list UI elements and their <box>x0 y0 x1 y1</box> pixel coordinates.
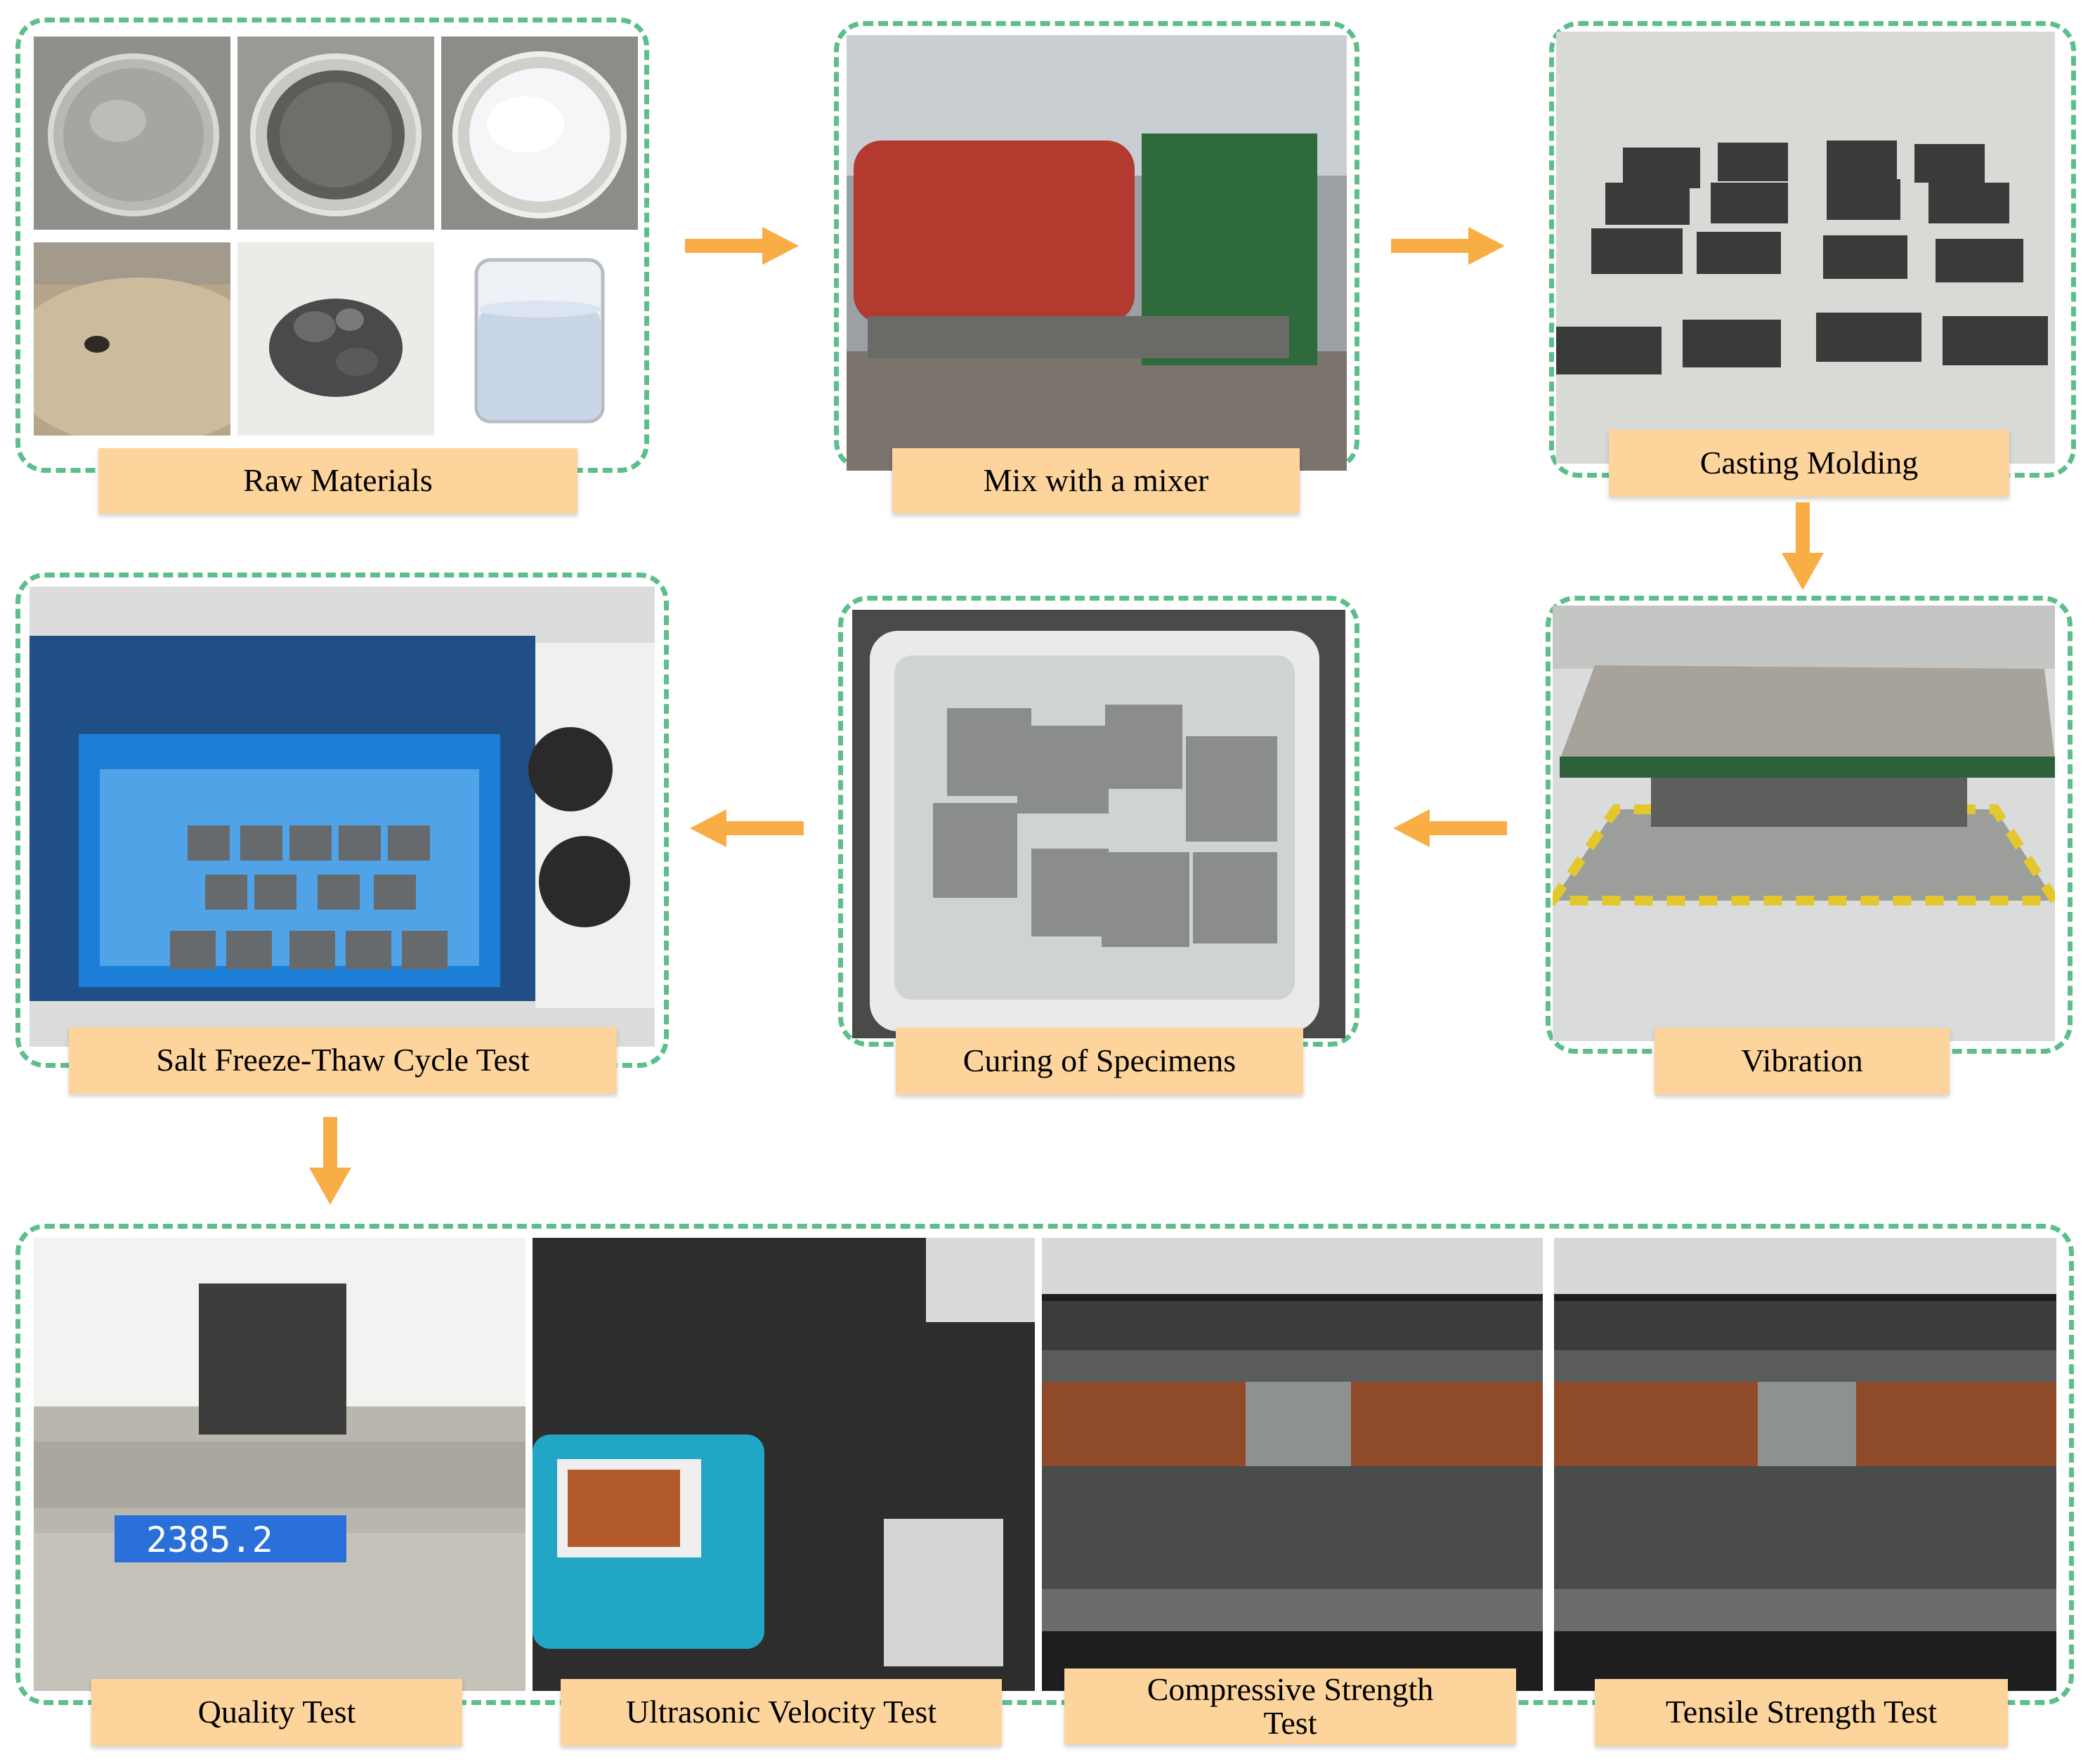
quality-test-label: Quality Test <box>91 1679 462 1746</box>
raw-material-gravel-photo <box>237 242 434 436</box>
raw-materials-label: Raw Materials <box>98 448 577 514</box>
raw-material-water-beaker-photo <box>441 242 638 436</box>
raw-material-fiber-photo <box>441 37 638 230</box>
tensile-test-photo <box>1554 1238 2056 1691</box>
raw-material-mesh-photo <box>237 37 434 230</box>
vibration-label: Vibration <box>1655 1028 1950 1095</box>
freeze-thaw-photo <box>30 587 655 1047</box>
compressive-test-photo <box>1042 1238 1543 1691</box>
quality-test-photo: 2385.2 <box>34 1238 526 1691</box>
flow-arrow-down-1 <box>1782 502 1824 590</box>
flow-arrow-left-1 <box>1393 809 1507 847</box>
flow-arrow-right-2 <box>1391 227 1505 265</box>
vibration-photo <box>1553 606 2055 1041</box>
raw-material-powder-photo <box>34 37 230 230</box>
freeze-thaw-label: Salt Freeze-Thaw Cycle Test <box>69 1027 617 1094</box>
compressive-test-label: Compressive Strength Test <box>1064 1668 1516 1744</box>
curing-label: Curing of Specimens <box>896 1028 1303 1095</box>
raw-material-sand-photo <box>34 242 230 436</box>
ultrasonic-test-label: Ultrasonic Velocity Test <box>561 1679 1002 1746</box>
curing-photo <box>852 610 1345 1038</box>
mix-label: Mix with a mixer <box>892 448 1300 514</box>
compressive-test-label-line1: Compressive Strength <box>1147 1673 1434 1706</box>
flow-arrow-down-2 <box>309 1117 351 1205</box>
mixer-photo <box>847 35 1347 471</box>
flow-arrow-left-2 <box>690 809 804 847</box>
flow-arrow-right-1 <box>685 227 799 265</box>
casting-photo <box>1556 32 2055 464</box>
ultrasonic-test-photo <box>533 1238 1035 1691</box>
casting-label: Casting Molding <box>1609 430 2009 497</box>
tensile-test-label: Tensile Strength Test <box>1595 1679 2008 1746</box>
scale-readout: 2385.2 <box>146 1520 273 1560</box>
compressive-test-label-line2: Test <box>1264 1706 1317 1740</box>
